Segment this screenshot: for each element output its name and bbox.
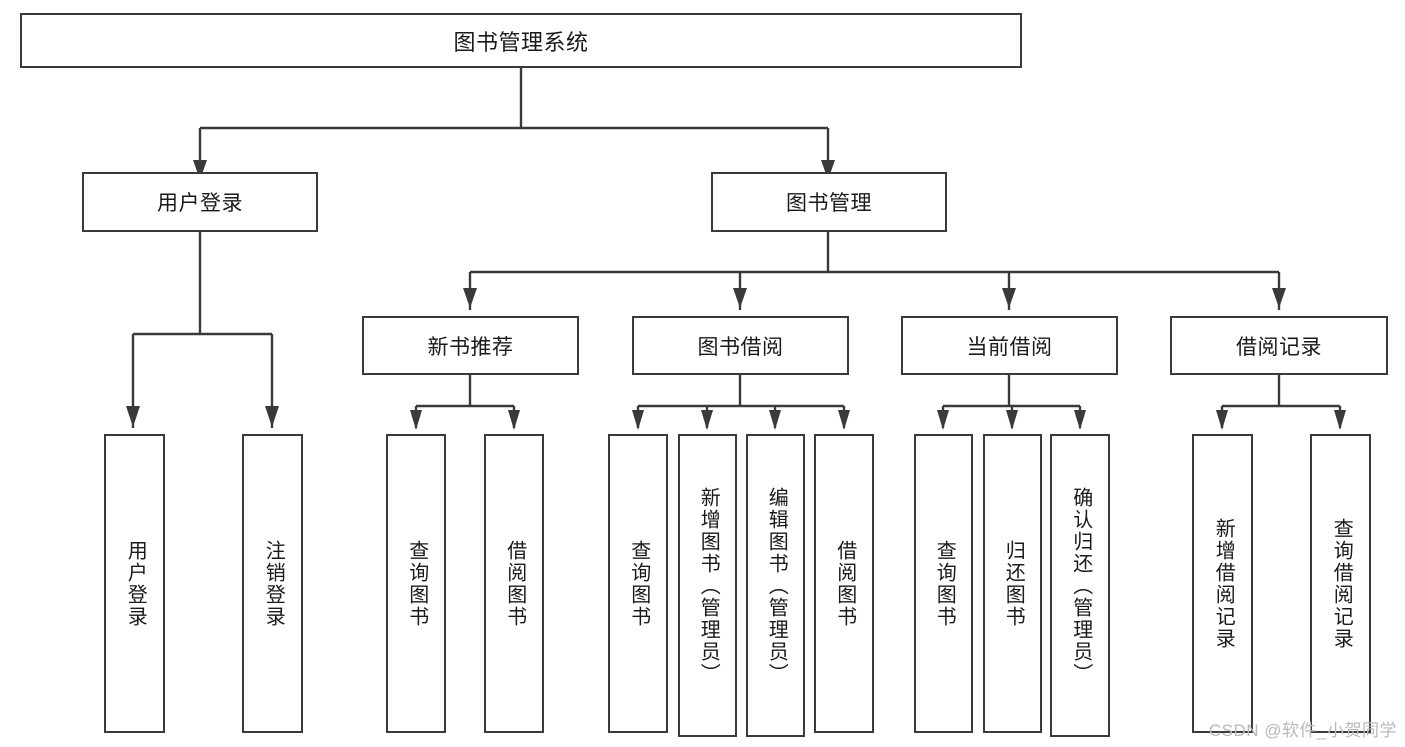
leaf-borrow-book-recommend-label: 借阅图书: [503, 539, 526, 628]
node-user-login-label: 用户登录: [157, 192, 243, 215]
leaf-query-borrow-record-label: 查询借阅记录: [1330, 517, 1353, 650]
leaf-logout[interactable]: 注销登录: [242, 434, 303, 733]
leaf-query-book-recommend-label: 查询图书: [405, 539, 428, 628]
leaf-user-login[interactable]: 用户登录: [104, 434, 165, 733]
leaf-confirm-return-admin-label: 确认归还（管理员）: [1069, 486, 1092, 685]
leaf-add-borrow-record[interactable]: 新增借阅记录: [1192, 434, 1253, 733]
node-current-borrow-label: 当前借阅: [966, 335, 1053, 359]
leaf-query-borrow-record[interactable]: 查询借阅记录: [1310, 434, 1371, 733]
node-user-login[interactable]: 用户登录: [82, 172, 318, 232]
leaf-query-book-borrow[interactable]: 查询图书: [608, 434, 668, 733]
leaf-return-book-label: 归还图书: [1002, 539, 1025, 628]
leaf-borrow-book[interactable]: 借阅图书: [814, 434, 874, 733]
leaf-query-book-current-label: 查询图书: [933, 539, 956, 628]
node-new-book-recommend-label: 新书推荐: [427, 335, 514, 359]
watermark: CSDN @软件_小贺同学: [1208, 721, 1397, 740]
leaf-user-login-label: 用户登录: [124, 539, 147, 628]
leaf-add-book-admin-label: 新增图书（管理员）: [697, 486, 720, 685]
node-root-label: 图书管理系统: [453, 29, 589, 55]
node-borrow-record[interactable]: 借阅记录: [1170, 316, 1388, 375]
leaf-edit-book-admin-label: 编辑图书（管理员）: [765, 486, 788, 685]
node-current-borrow[interactable]: 当前借阅: [901, 316, 1118, 375]
node-borrow-record-label: 借阅记录: [1236, 335, 1322, 359]
leaf-edit-book-admin[interactable]: 编辑图书（管理员）: [746, 434, 805, 737]
leaf-logout-label: 注销登录: [262, 539, 285, 628]
node-new-book-recommend[interactable]: 新书推荐: [362, 316, 579, 375]
leaf-borrow-book-recommend[interactable]: 借阅图书: [484, 434, 544, 733]
node-book-management-label: 图书管理: [786, 192, 872, 215]
leaf-add-book-admin[interactable]: 新增图书（管理员）: [678, 434, 737, 737]
node-root[interactable]: 图书管理系统: [20, 13, 1022, 68]
leaf-query-book-recommend[interactable]: 查询图书: [386, 434, 446, 733]
leaf-borrow-book-label: 借阅图书: [833, 539, 856, 628]
leaf-add-borrow-record-label: 新增借阅记录: [1212, 517, 1235, 650]
leaf-return-book[interactable]: 归还图书: [983, 434, 1042, 733]
node-book-management[interactable]: 图书管理: [711, 172, 947, 232]
leaf-query-book-current[interactable]: 查询图书: [914, 434, 973, 733]
leaf-query-book-borrow-label: 查询图书: [627, 539, 650, 628]
leaf-confirm-return-admin[interactable]: 确认归还（管理员）: [1050, 434, 1110, 737]
node-book-borrow-label: 图书借阅: [697, 335, 784, 359]
node-book-borrow[interactable]: 图书借阅: [632, 316, 849, 375]
